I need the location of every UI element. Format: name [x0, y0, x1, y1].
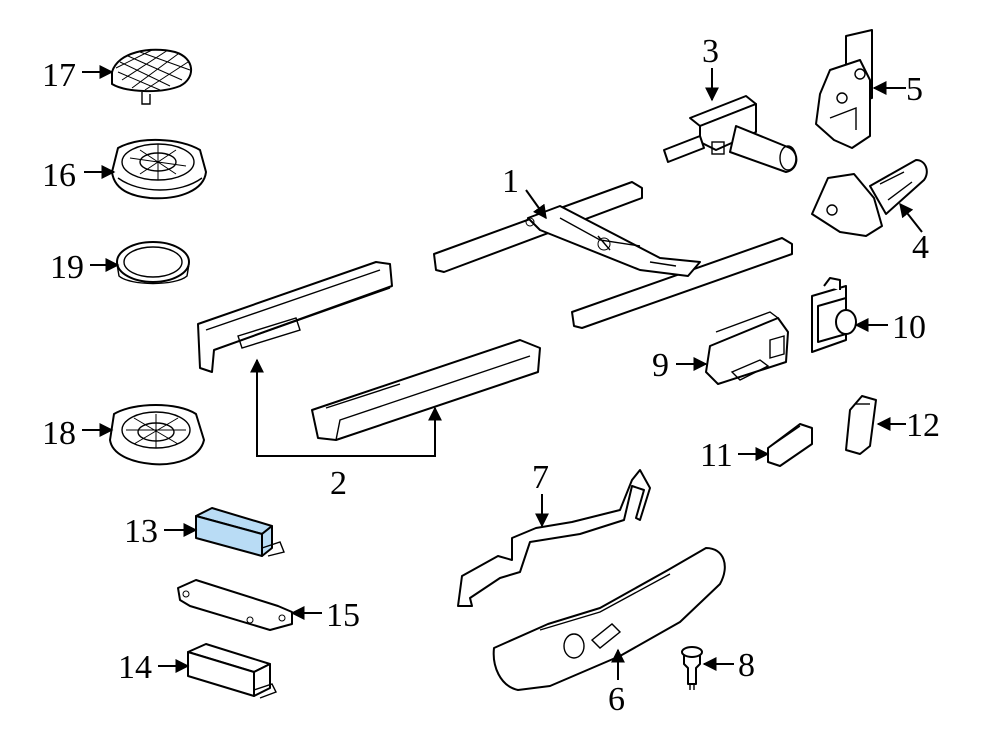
callout-6: 6	[608, 681, 625, 718]
part-8-pin[interactable]	[681, 646, 703, 690]
callout-17: 17	[42, 57, 76, 94]
part-1-seat-frame[interactable]	[433, 181, 793, 329]
leader-2	[250, 358, 442, 457]
part-2-seat-tracks[interactable]	[197, 261, 541, 441]
part-4-motor[interactable]	[811, 159, 928, 237]
part-16-speaker[interactable]	[111, 139, 207, 200]
callout-12: 12	[906, 407, 940, 444]
part-15-bracket[interactable]	[177, 579, 293, 631]
callout-9: 9	[652, 347, 669, 384]
part-12-knob[interactable]	[845, 395, 877, 455]
part-17-speaker-grille[interactable]	[111, 48, 192, 105]
callout-11: 11	[700, 437, 733, 474]
callout-1: 1	[502, 163, 519, 200]
part-14-module[interactable]	[187, 643, 277, 699]
part-11-knob[interactable]	[767, 423, 813, 467]
callout-19: 19	[50, 249, 84, 286]
part-13-module-highlighted[interactable]	[195, 507, 285, 557]
part-5-motor-bracket[interactable]	[815, 29, 873, 149]
callout-5: 5	[906, 71, 923, 108]
callout-2: 2	[330, 465, 347, 502]
callout-16: 16	[42, 157, 76, 194]
callout-15: 15	[326, 597, 360, 634]
callout-3: 3	[702, 33, 719, 70]
part-18-speaker[interactable]	[109, 404, 205, 466]
callout-13: 13	[124, 513, 158, 550]
part-9-switch-assembly[interactable]	[705, 311, 789, 385]
callout-8: 8	[738, 647, 755, 684]
part-3-motor[interactable]	[663, 95, 798, 173]
callout-18: 18	[42, 415, 76, 452]
part-10-switch[interactable]	[811, 277, 857, 353]
leader-4	[899, 202, 923, 233]
part-7-wire-frame[interactable]	[457, 469, 651, 607]
callout-10: 10	[892, 309, 926, 346]
leader-1	[525, 189, 547, 220]
callout-7: 7	[532, 459, 549, 496]
part-19-speaker-ring[interactable]	[116, 241, 190, 285]
callout-4: 4	[912, 229, 929, 266]
callout-14: 14	[118, 649, 152, 686]
part-6-seat-side-trim[interactable]	[492, 547, 726, 691]
